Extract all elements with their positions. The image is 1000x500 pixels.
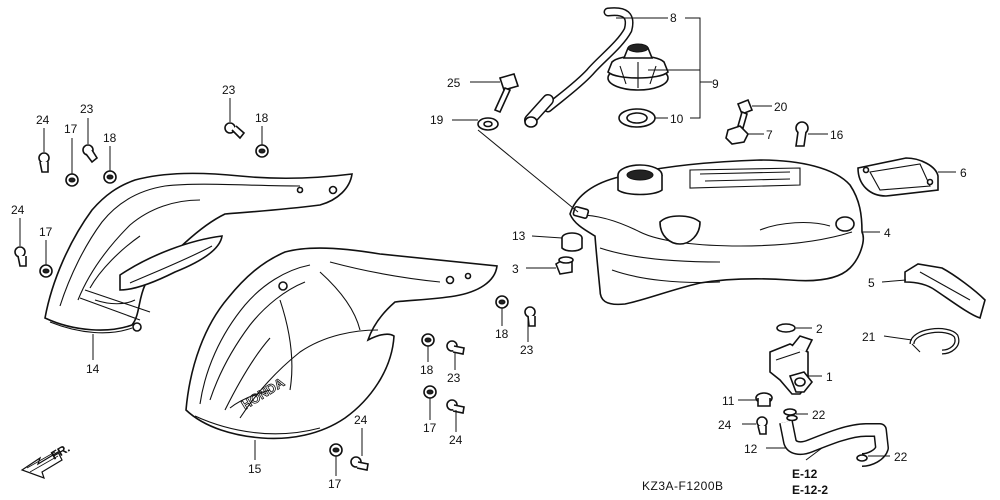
callout-17-d: 17 <box>328 477 342 491</box>
breather-tube-part-8 <box>524 7 634 128</box>
callout-labels: 8 9 10 25 19 20 7 16 6 4 13 3 5 2 21 1 1… <box>11 11 967 491</box>
callout-5: 5 <box>868 276 875 290</box>
callout-23-b: 23 <box>222 83 236 97</box>
collar-part-7 <box>725 125 749 145</box>
callout-18-a: 18 <box>103 131 117 145</box>
callout-16: 16 <box>830 128 844 142</box>
fuel-tank-part-4 <box>569 159 865 306</box>
diagram-code: KZ3A-F1200B <box>642 479 724 493</box>
callout-24-d: 24 <box>354 413 368 427</box>
callout-13: 13 <box>512 229 526 243</box>
callout-9: 9 <box>712 77 719 91</box>
bolt-part-23 <box>446 340 465 355</box>
nut-part-17 <box>65 173 79 187</box>
callout-24-b: 24 <box>11 203 25 217</box>
bolt-part-24 <box>38 152 50 173</box>
callout-3: 3 <box>512 262 519 276</box>
bolt-part-16 <box>795 121 809 147</box>
clip-part-22-lower <box>856 454 868 462</box>
ref-e12-2[interactable]: E-12-2 <box>792 483 828 497</box>
nut-part-17 <box>39 264 53 278</box>
callout-14: 14 <box>86 362 100 376</box>
callout-18-c: 18 <box>495 327 509 341</box>
callout-24-c: 24 <box>449 433 463 447</box>
cap-gasket-part-10 <box>618 108 656 128</box>
callout-17-b: 17 <box>39 225 53 239</box>
callout-25: 25 <box>447 76 461 90</box>
callout-23-a: 23 <box>80 102 94 116</box>
nut-part-17 <box>329 443 343 457</box>
band-part-5 <box>904 263 986 320</box>
callout-10: 10 <box>670 112 684 126</box>
nut-part-18 <box>255 144 269 158</box>
callout-4: 4 <box>884 226 891 240</box>
callout-21: 21 <box>862 330 876 344</box>
callout-17-c: 17 <box>423 421 437 435</box>
callout-22-upper: 22 <box>812 408 826 422</box>
clip-part-21 <box>909 327 960 355</box>
callout-23-d: 23 <box>447 371 461 385</box>
callout-19: 19 <box>430 113 444 127</box>
bolt-part-25 <box>493 73 520 114</box>
callout-18-b: 18 <box>255 111 269 125</box>
clip-part-22-upper <box>783 408 798 422</box>
grommet-part-13 <box>561 232 583 252</box>
leader-lines <box>19 17 956 476</box>
ref-e12[interactable]: E-12 <box>792 467 818 481</box>
callout-8: 8 <box>670 11 677 25</box>
nut-part-18 <box>103 170 117 184</box>
fuel-cock-part-1 <box>769 335 814 395</box>
callout-2: 2 <box>816 322 823 336</box>
bolt-part-24 <box>14 246 27 267</box>
callout-1: 1 <box>826 370 833 384</box>
nut-part-18 <box>495 295 509 309</box>
nut-part-17 <box>423 385 437 399</box>
callout-23-c: 23 <box>520 343 534 357</box>
nut-part-18 <box>421 333 435 347</box>
o-ring-part-2 <box>776 323 796 333</box>
bolt-part-20 <box>736 98 754 130</box>
callout-17-a: 17 <box>64 122 78 136</box>
bolt-part-24 <box>350 456 369 471</box>
callout-18-d: 18 <box>420 363 434 377</box>
screw-part-11 <box>755 392 773 407</box>
callout-6: 6 <box>960 166 967 180</box>
fuel-cap-part-9 <box>607 43 669 91</box>
screw-part-24-cock <box>756 416 768 435</box>
callout-24-cock: 24 <box>718 418 732 432</box>
plate-part-6 <box>857 157 939 197</box>
callout-20: 20 <box>774 100 788 114</box>
left-shroud-part-14 <box>44 172 353 334</box>
callout-24-a: 24 <box>36 113 50 127</box>
bolt-part-23 <box>524 306 536 327</box>
bolt-part-23 <box>82 144 99 164</box>
callout-7: 7 <box>766 128 773 142</box>
callout-12: 12 <box>744 442 758 456</box>
collar-part-3 <box>555 256 574 275</box>
bolt-part-23 <box>224 122 246 140</box>
front-arrow-icon <box>20 451 63 479</box>
washer-part-19 <box>477 117 499 131</box>
fuel-tube-part-12 <box>779 420 889 467</box>
right-shroud-part-15: HONDA <box>185 247 498 440</box>
fasteners <box>14 122 536 471</box>
callout-11: 11 <box>722 394 735 408</box>
callout-22-lower: 22 <box>894 450 908 464</box>
callout-15: 15 <box>248 462 262 476</box>
